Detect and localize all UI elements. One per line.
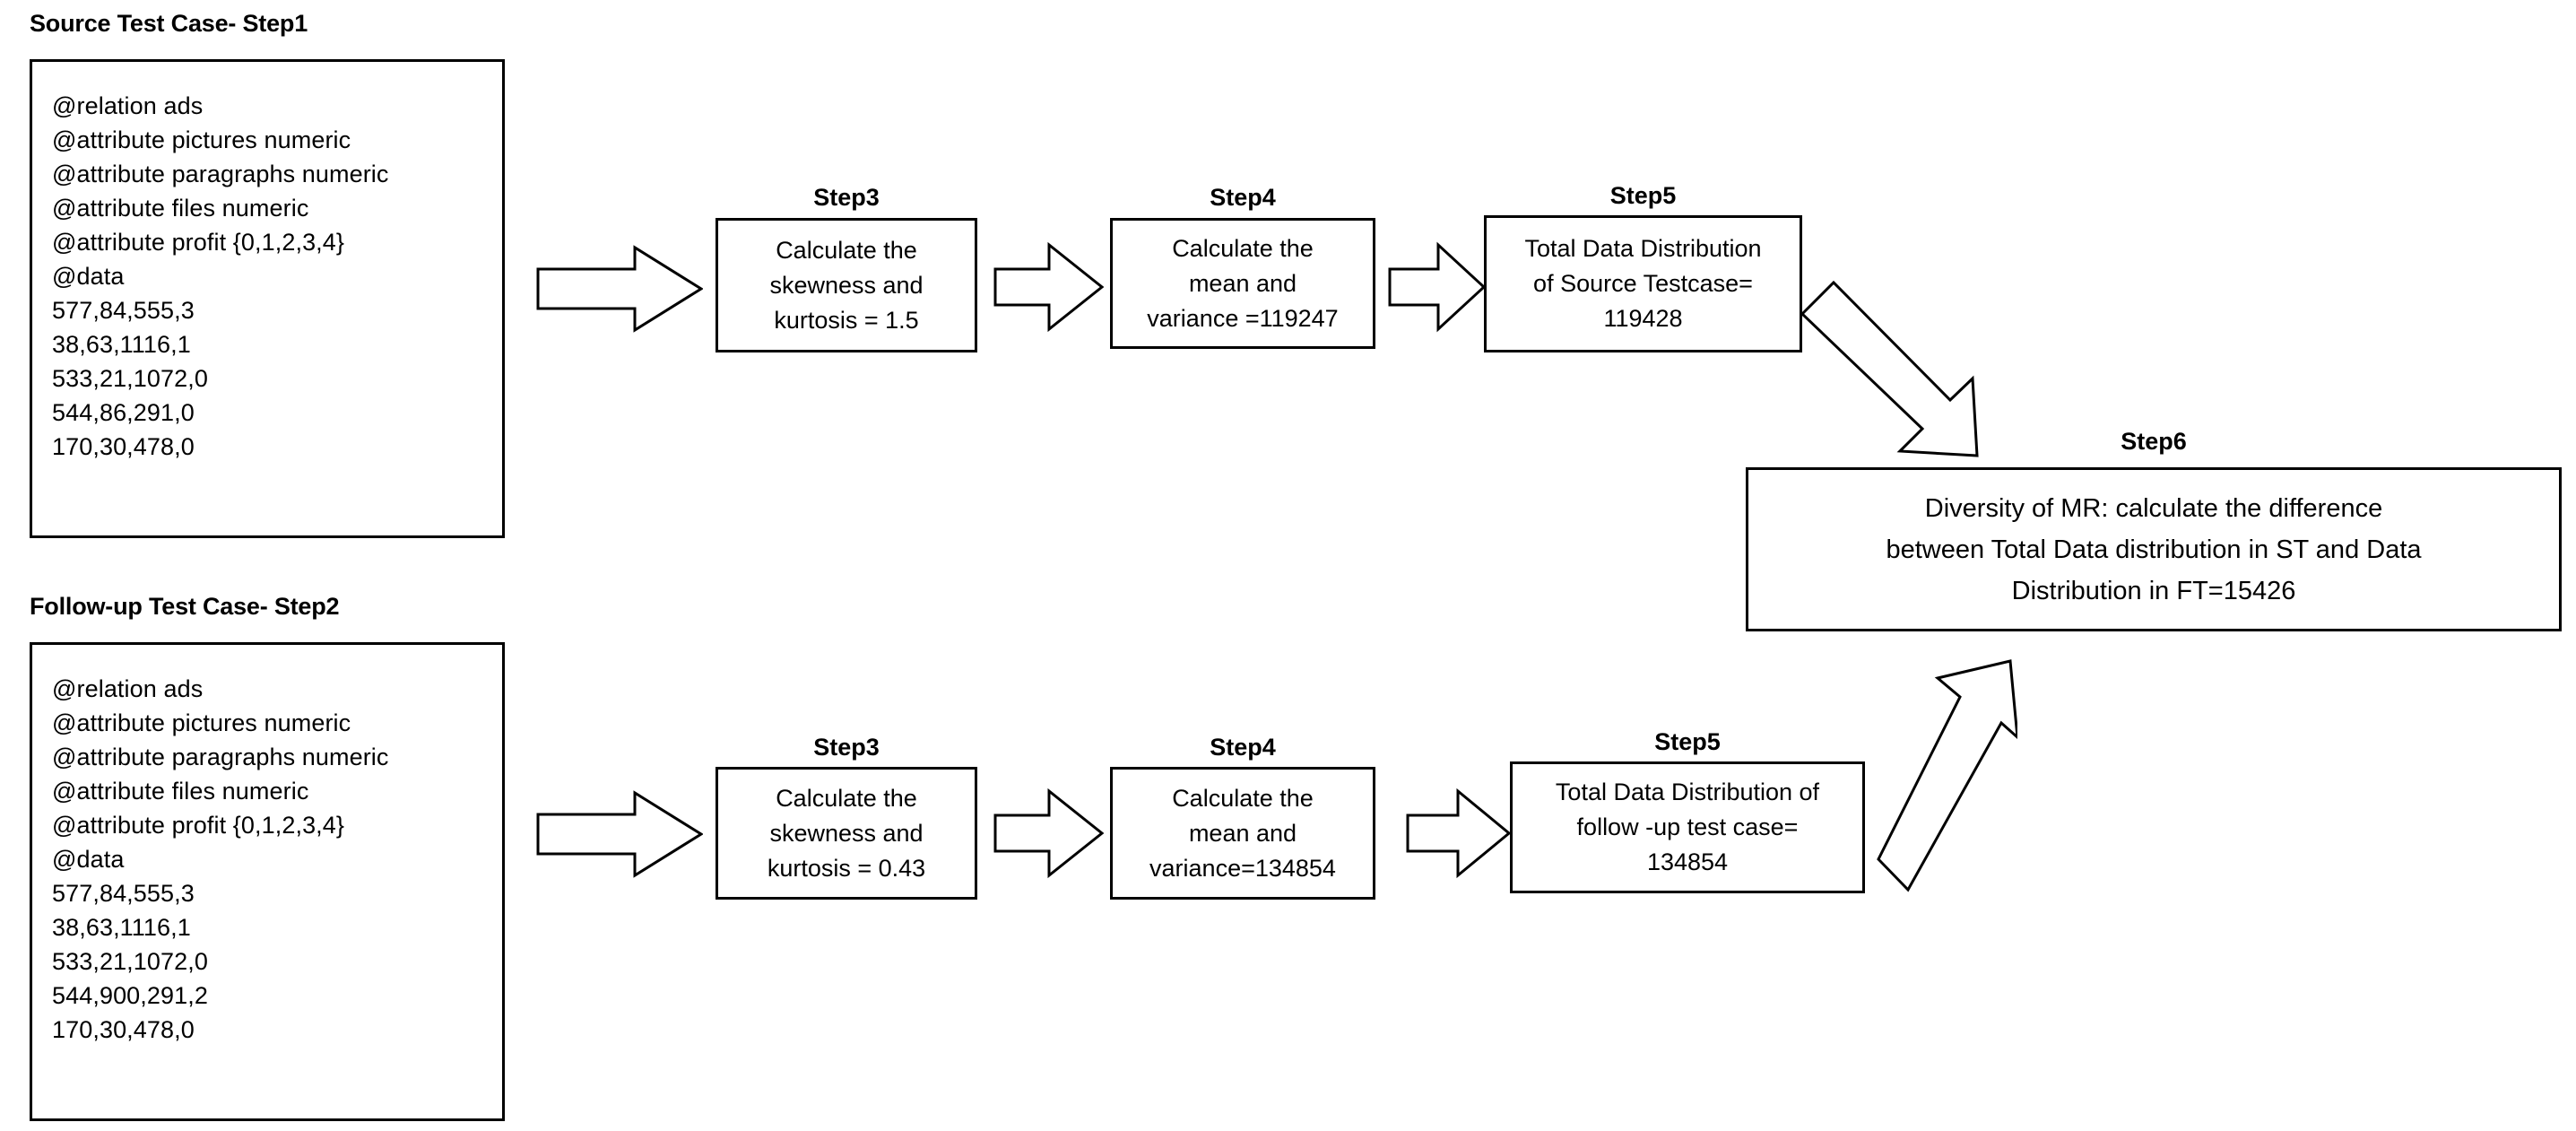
arrow-source-to-step3 (536, 244, 703, 334)
top-step3-label: Step3 (813, 184, 880, 211)
arff-line: @data (52, 846, 125, 873)
arrow-followup-to-step3 (536, 789, 703, 879)
arff-line: 38,63,1116,1 (52, 331, 191, 358)
source-test-case-box: @relation ads @attribute pictures numeri… (30, 59, 505, 538)
arff-line: 38,63,1116,1 (52, 914, 191, 941)
arrow-bottom-step5-to-step6 (1874, 637, 2017, 897)
arff-line: 533,21,1072,0 (52, 365, 208, 392)
bottom-step4-box: Calculate the mean and variance=134854 (1110, 767, 1375, 900)
arff-line: @relation ads (52, 92, 204, 119)
source-test-case-caption: Source Test Case- Step1 (30, 10, 308, 37)
bottom-step3-label: Step3 (813, 734, 880, 761)
arff-line: 577,84,555,3 (52, 880, 195, 907)
top-step4-text: Calculate the mean and variance =119247 (1147, 234, 1339, 332)
bottom-step3-box: Calculate the skewness and kurtosis = 0.… (716, 767, 977, 900)
top-step3-text: Calculate the skewness and kurtosis = 1.… (769, 236, 924, 334)
arff-line: @relation ads (52, 675, 204, 702)
bottom-step4-text: Calculate the mean and variance=134854 (1149, 784, 1336, 882)
arff-line: @attribute profit {0,1,2,3,4} (52, 812, 345, 839)
arff-line: 170,30,478,0 (52, 1016, 195, 1043)
top-step5-label: Step5 (1609, 182, 1677, 209)
arrow-top-step3-to-step4 (993, 240, 1105, 334)
arrow-bottom-step3-to-step4 (993, 787, 1105, 880)
top-step4-label: Step4 (1210, 184, 1276, 211)
followup-test-case-caption: Follow-up Test Case- Step2 (30, 593, 340, 620)
arff-line: 533,21,1072,0 (52, 948, 208, 975)
bottom-step5-text: Total Data Distribution of follow -up te… (1555, 779, 1820, 875)
arrow-top-step4-to-step5 (1388, 240, 1487, 334)
arrow-top-step5-to-step6 (1793, 278, 2008, 471)
arff-line: @attribute paragraphs numeric (52, 161, 389, 187)
step6-box: Diversity of MR: calculate the differenc… (1746, 467, 2562, 631)
followup-test-case-box: @relation ads @attribute pictures numeri… (30, 642, 505, 1121)
bottom-step5-box: Total Data Distribution of follow -up te… (1510, 761, 1865, 893)
arff-line: 544,86,291,0 (52, 399, 195, 426)
arrow-bottom-step4-to-step5 (1406, 787, 1512, 880)
bottom-step3-text: Calculate the skewness and kurtosis = 0.… (767, 784, 926, 882)
step6-text: Diversity of MR: calculate the differenc… (1886, 493, 2422, 605)
top-step3-box: Calculate the skewness and kurtosis = 1.… (716, 218, 977, 352)
arff-line: 577,84,555,3 (52, 297, 195, 324)
bottom-step5-label: Step5 (1654, 728, 1721, 755)
arff-line: @attribute profit {0,1,2,3,4} (52, 229, 345, 256)
step6-label: Step6 (2121, 428, 2187, 455)
arff-line: 544,900,291,2 (52, 982, 208, 1009)
arff-line: @attribute pictures numeric (52, 126, 351, 153)
top-step5-text: Total Data Distribution of Source Testca… (1524, 235, 1762, 332)
arff-line: 170,30,478,0 (52, 433, 195, 460)
arff-line: @attribute files numeric (52, 778, 309, 805)
arff-line: @attribute pictures numeric (52, 709, 351, 736)
bottom-step4-label: Step4 (1210, 734, 1276, 761)
arff-line: @attribute files numeric (52, 195, 309, 222)
arff-line: @data (52, 263, 125, 290)
top-step5-box: Total Data Distribution of Source Testca… (1484, 215, 1802, 352)
top-step4-box: Calculate the mean and variance =119247 (1110, 218, 1375, 349)
arff-line: @attribute paragraphs numeric (52, 744, 389, 770)
